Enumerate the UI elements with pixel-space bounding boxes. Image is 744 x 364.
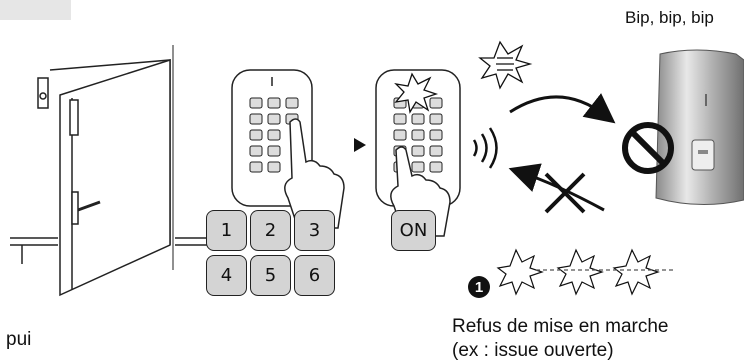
hand-pointer-icon	[284, 118, 345, 229]
sound-label: Bip, bip, bip	[625, 8, 714, 27]
keypad-button-on: ON	[391, 210, 436, 251]
grey-tab	[0, 0, 71, 20]
step-badge: 1	[468, 276, 490, 298]
cut-text: pui	[6, 329, 32, 350]
curved-arrow-icon	[509, 93, 616, 124]
keypad-button-4: 4	[206, 255, 247, 296]
keypad-button-1: 1	[206, 210, 247, 251]
door-icon	[10, 45, 210, 297]
keypad-button-5: 5	[250, 255, 291, 296]
refusal-caption-line1: Refus de mise en marche	[452, 316, 669, 337]
refusal-caption-line2: (ex : issue ouverte)	[452, 340, 614, 361]
keypad-button-2: 2	[250, 210, 291, 251]
alarm-control-panel-icon	[655, 49, 744, 205]
signal-waves-icon	[472, 127, 498, 169]
flash-burst-icon	[496, 248, 660, 296]
cross-icon	[544, 172, 586, 214]
arrow-right-icon	[354, 138, 366, 152]
keypad-button-3: 3	[294, 210, 335, 251]
keypad-button-6: 6	[294, 255, 335, 296]
flash-burst-icon	[394, 72, 439, 114]
flash-burst-icon	[478, 40, 533, 90]
no-entry-icon	[622, 122, 674, 174]
